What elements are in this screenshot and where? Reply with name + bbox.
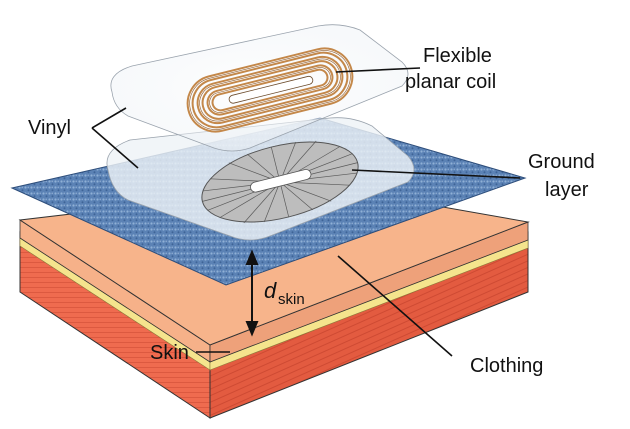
ground-layer-slot — [250, 169, 312, 193]
leader-lines — [91, 67, 521, 357]
label-vinyl: Vinyl — [28, 117, 71, 139]
label-planar-coil: planar coil — [405, 71, 496, 93]
coil-group — [110, 24, 409, 152]
d-skin-dimension — [245, 249, 259, 337]
label-ground: Ground — [528, 151, 595, 173]
leader-vinyl-upper — [91, 107, 127, 129]
coil-center-slot — [228, 75, 314, 104]
vinyl-sheet-upper — [110, 24, 409, 152]
label-skin-subscript: skin — [278, 291, 305, 308]
label-layer: layer — [545, 179, 589, 201]
label-flexible: Flexible — [423, 45, 492, 67]
label-skin: Skin — [150, 342, 189, 364]
d-skin-arrow-head-bottom — [245, 321, 259, 337]
ground-layer-group — [106, 117, 415, 241]
label-clothing: Clothing — [470, 355, 543, 377]
leader-ground — [351, 169, 521, 179]
leader-clothing — [337, 255, 453, 357]
d-skin-arrow-head-top — [245, 249, 259, 265]
label-d: d — [264, 278, 277, 303]
leader-vinyl-lower — [91, 127, 139, 169]
coil-windings — [186, 47, 354, 133]
leader-coil — [335, 67, 421, 73]
